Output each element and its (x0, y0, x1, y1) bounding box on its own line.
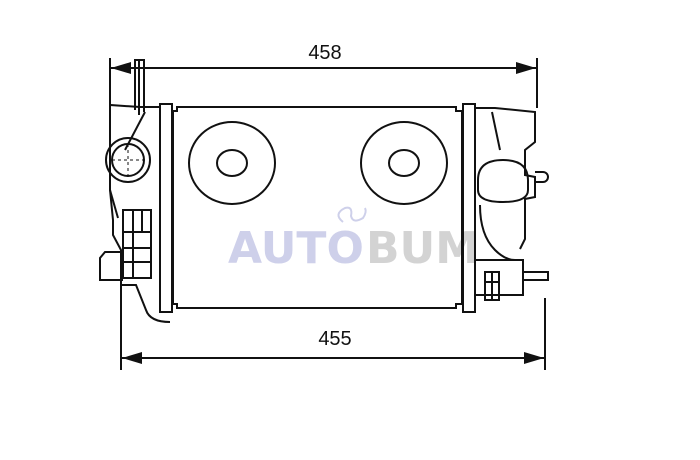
right-tank (474, 107, 549, 301)
watermark-part2: BUM (366, 223, 479, 274)
core (159, 103, 476, 313)
top-dimension (109, 58, 538, 108)
top-dimension-label: 458 (308, 42, 341, 64)
left-tank (99, 59, 171, 323)
bottom-dimension (120, 280, 546, 370)
watermark: AUTO BUM (228, 206, 479, 274)
bottom-dimension-label: 455 (318, 328, 351, 350)
watermark-part1: AUTO (228, 223, 364, 274)
